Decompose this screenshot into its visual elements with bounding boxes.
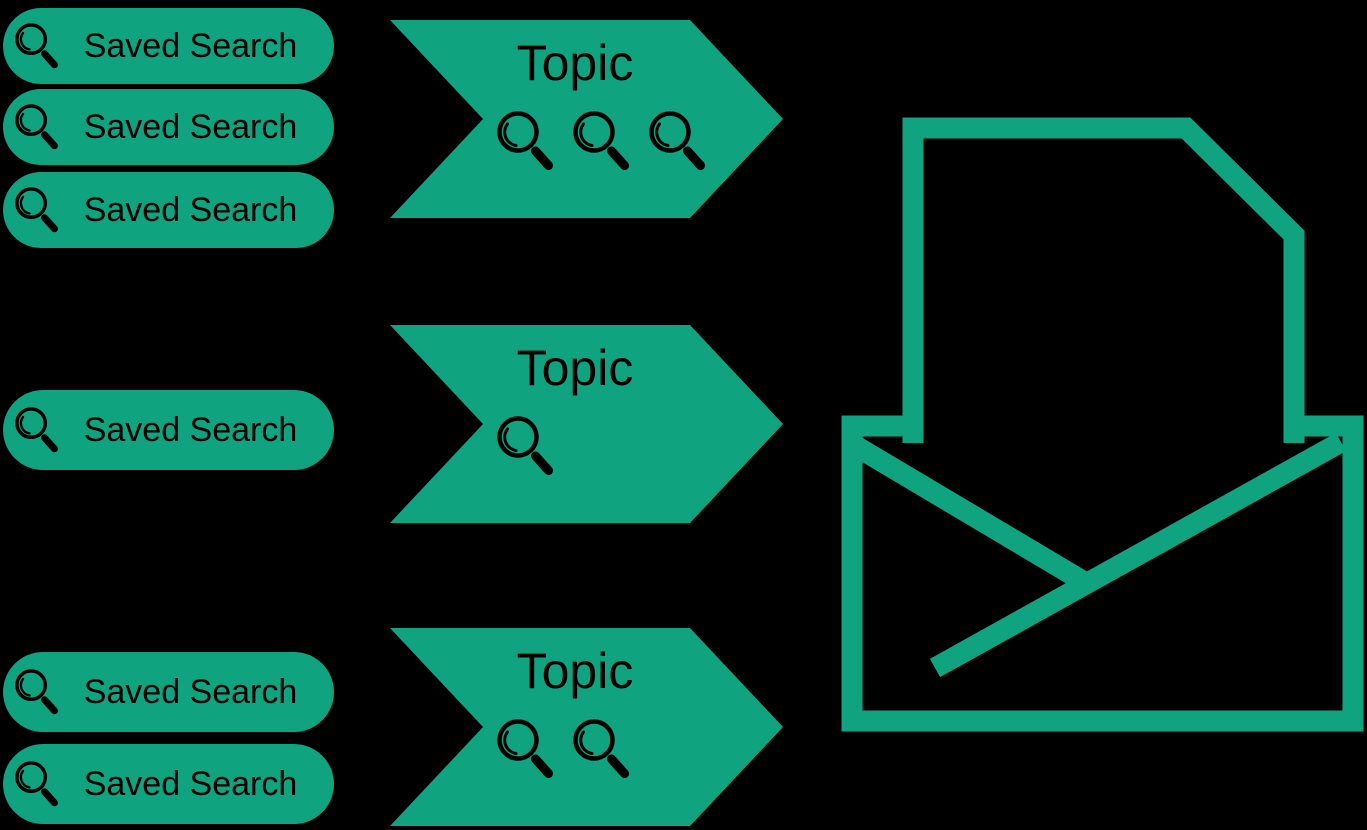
saved-search-label: Saved Search <box>83 673 298 711</box>
search-icon <box>15 407 61 453</box>
search-icon <box>649 111 709 171</box>
search-icon <box>573 111 633 171</box>
search-icon <box>497 719 557 779</box>
search-icon <box>15 669 61 715</box>
saved-search-pill: Saved Search <box>3 390 334 470</box>
saved-search-pill: Saved Search <box>3 652 334 732</box>
search-icons-row <box>497 416 557 476</box>
saved-search-label: Saved Search <box>83 27 298 65</box>
saved-search-pill: Saved Search <box>3 744 334 824</box>
topic-label: Topic <box>516 643 634 699</box>
search-icon <box>497 111 557 171</box>
topic-arrow: Topic <box>390 20 783 218</box>
saved-search-pill: Saved Search <box>3 8 334 84</box>
envelope-flap-left <box>848 435 1092 593</box>
saved-search-label: Saved Search <box>83 765 298 803</box>
saved-search-label: Saved Search <box>83 411 298 449</box>
search-icons-row <box>497 111 709 171</box>
search-icon <box>15 761 61 807</box>
search-icon <box>15 104 61 150</box>
topic-label: Topic <box>516 35 634 91</box>
document-outline <box>902 117 1305 443</box>
envelope-body <box>841 415 1364 732</box>
search-icons-row <box>497 719 633 779</box>
topic-arrow: Topic <box>390 325 783 523</box>
envelope-flap-right <box>929 432 1347 678</box>
topic-label: Topic <box>516 340 634 396</box>
document-into-envelope-icon <box>841 117 1364 732</box>
search-icon <box>15 23 61 69</box>
topic-arrow: Topic <box>390 628 783 826</box>
search-icon <box>497 416 557 476</box>
saved-search-label: Saved Search <box>83 191 298 229</box>
search-icon <box>573 719 633 779</box>
search-icon <box>15 187 61 233</box>
saved-search-pill: Saved Search <box>3 172 334 248</box>
saved-search-pill: Saved Search <box>3 89 334 165</box>
saved-search-label: Saved Search <box>83 108 298 146</box>
